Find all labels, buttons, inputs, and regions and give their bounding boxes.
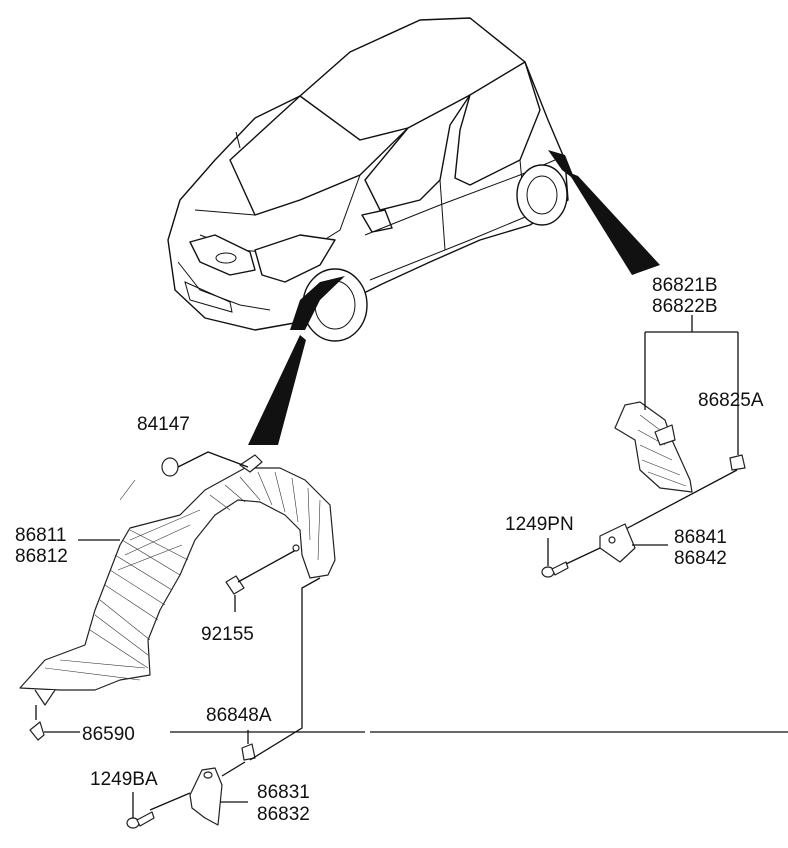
label-86842: 86842 bbox=[674, 548, 727, 569]
label-1249BA: 1249BA bbox=[90, 769, 158, 790]
clip-86825A bbox=[729, 454, 746, 471]
screw-1249PN bbox=[541, 547, 601, 578]
clip-86590 bbox=[29, 721, 45, 741]
label-86832: 86832 bbox=[257, 804, 310, 825]
label-84147: 84147 bbox=[137, 414, 190, 435]
label-86811: 86811 bbox=[15, 525, 66, 546]
mud-guard-86831 bbox=[189, 767, 223, 826]
leader-84147 bbox=[177, 451, 249, 468]
label-86825A: 86825A bbox=[698, 390, 764, 411]
label-86590: 86590 bbox=[82, 724, 135, 745]
wheel-guard-ribs bbox=[44, 471, 321, 681]
rear-wheel-guard bbox=[614, 401, 693, 493]
grommet-84147 bbox=[161, 457, 179, 477]
leader-86821B bbox=[644, 315, 739, 455]
label-1249PN: 1249PN bbox=[505, 514, 574, 535]
screw-1249BA bbox=[126, 811, 155, 829]
car-illustration bbox=[167, 17, 575, 342]
rear-arch-callout-arrow bbox=[568, 172, 660, 275]
front-arch-callout-arrow bbox=[248, 335, 306, 445]
label-92155: 92155 bbox=[201, 624, 254, 645]
label-86848A: 86848A bbox=[206, 705, 272, 726]
label-86822B: 86822B bbox=[652, 296, 718, 317]
label-86831: 86831 bbox=[257, 782, 310, 803]
label-86821B: 86821B bbox=[652, 275, 718, 296]
front-wheel-guard bbox=[19, 454, 336, 706]
bolt-92155 bbox=[225, 544, 300, 595]
label-86841: 86841 bbox=[674, 527, 727, 548]
mud-flap-86841 bbox=[599, 523, 636, 563]
part-labels: 84147 86811 86812 92155 86590 86848A 124… bbox=[15, 275, 764, 825]
label-86812: 86812 bbox=[15, 546, 68, 567]
clip-86848A bbox=[241, 577, 321, 761]
